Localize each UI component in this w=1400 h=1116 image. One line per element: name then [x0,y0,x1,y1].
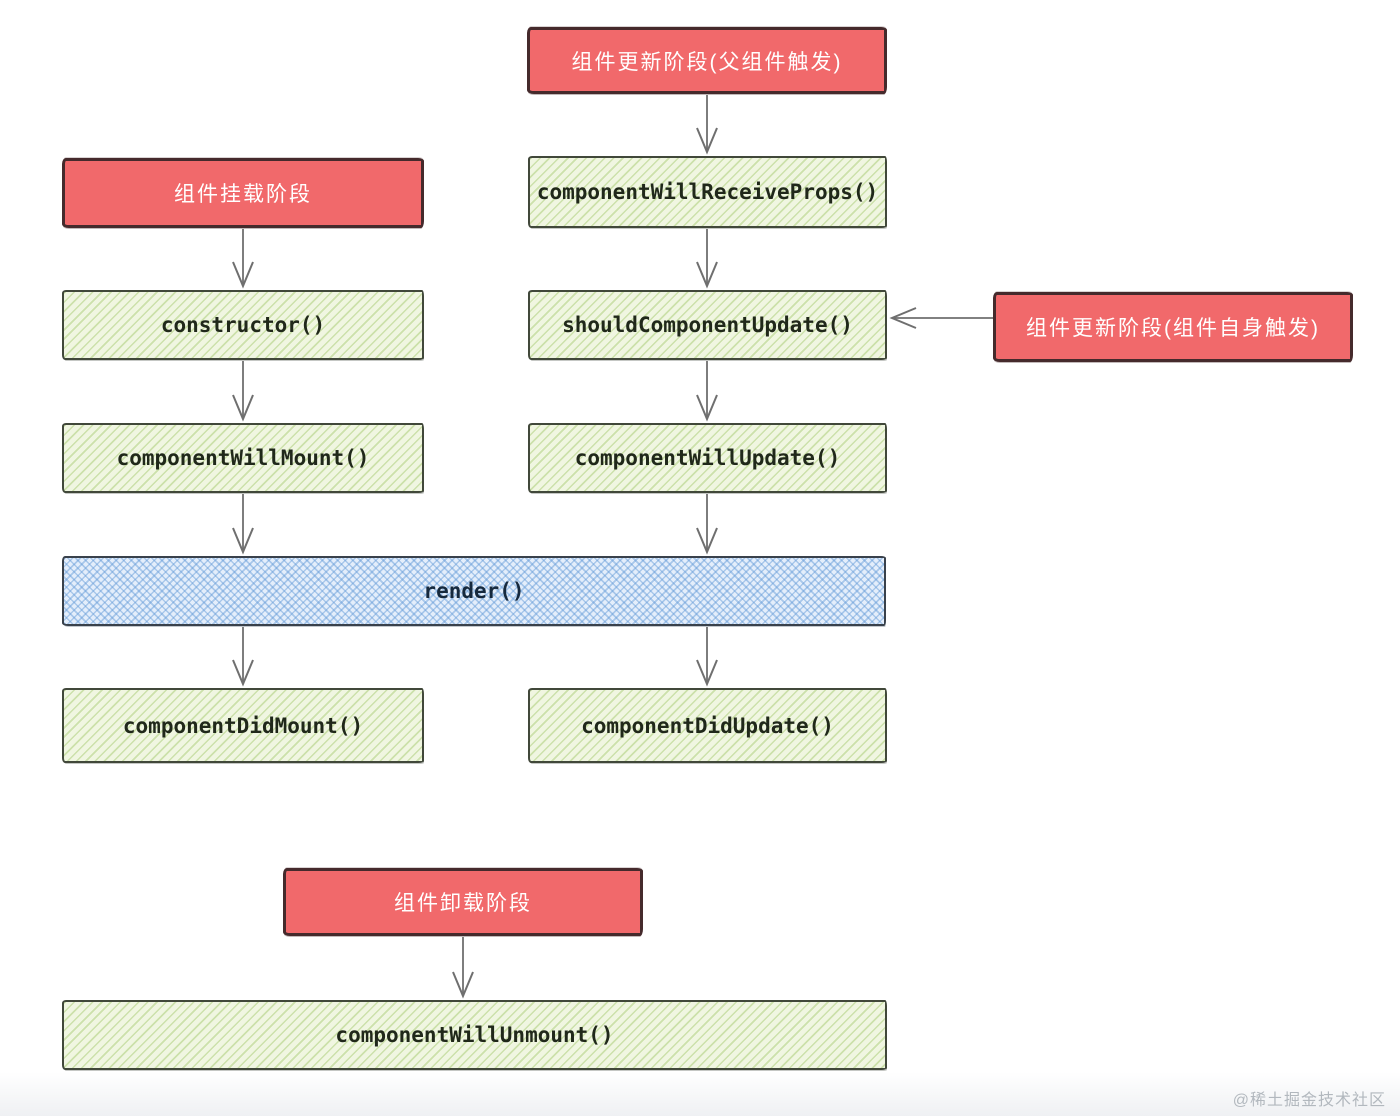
method-box-component-did-mount: componentDidMount() [62,688,424,763]
phase-box-update-parent: 组件更新阶段(父组件触发) [527,27,887,94]
phase-box-update-self: 组件更新阶段(组件自身触发) [993,292,1353,362]
phase-box-mount: 组件挂载阶段 [62,158,424,228]
bottom-fade [0,1072,1400,1116]
method-box-component-will-receive-props: componentWillReceiveProps() [528,156,887,228]
method-box-component-will-mount: componentWillMount() [62,423,424,493]
method-box-render: render() [62,556,886,626]
method-box-should-component-update: shouldComponentUpdate() [528,290,887,360]
method-box-constructor: constructor() [62,290,424,360]
method-box-component-will-unmount: componentWillUnmount() [62,1000,887,1070]
phase-box-unmount: 组件卸载阶段 [283,868,643,936]
method-box-component-will-update: componentWillUpdate() [528,423,887,493]
watermark: @稀土掘金技术社区 [1232,1092,1386,1109]
method-box-component-did-update: componentDidUpdate() [528,688,887,763]
